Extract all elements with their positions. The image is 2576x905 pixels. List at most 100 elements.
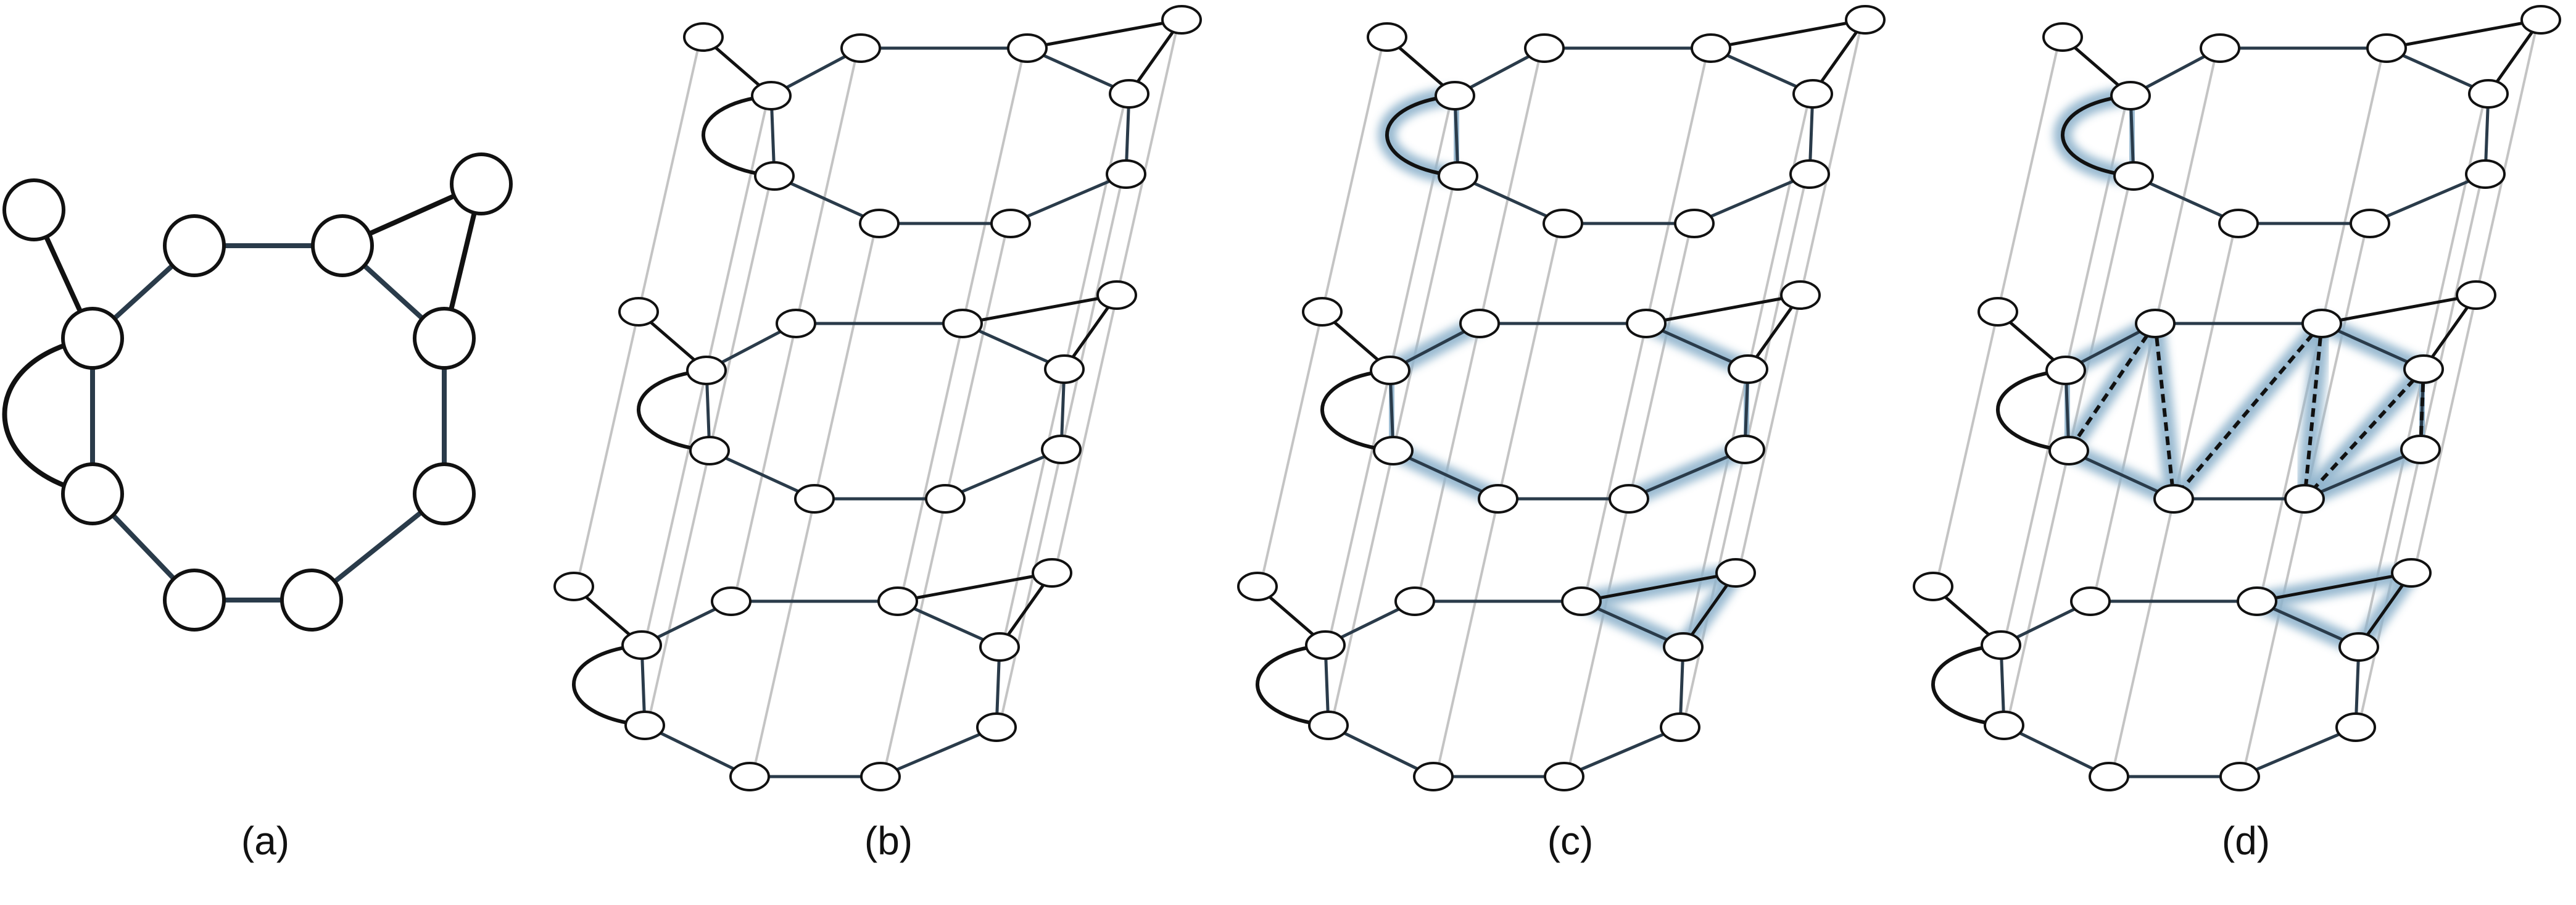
edge [2132, 174, 2240, 225]
edge [945, 448, 1062, 501]
edge [1027, 18, 1182, 50]
node [2237, 586, 2277, 616]
node [1459, 309, 1500, 338]
node [1845, 5, 1886, 35]
node [624, 711, 665, 740]
node [1913, 572, 1953, 601]
node [1524, 33, 1565, 63]
edge [2386, 18, 2541, 50]
node [2045, 356, 2086, 385]
node [1478, 484, 1518, 514]
node [413, 462, 476, 525]
node [683, 22, 724, 52]
node [689, 436, 730, 465]
node [1007, 33, 1048, 63]
double-edge-arc [2061, 94, 2134, 178]
double-edge-arc [637, 369, 710, 453]
node [990, 209, 1031, 238]
double-edge-arc [2, 336, 93, 496]
panel-b-label: (b) [864, 819, 913, 863]
node [61, 462, 124, 525]
node [2350, 209, 2390, 238]
node [1663, 632, 1704, 662]
edge [2068, 449, 2175, 501]
node [1660, 712, 1700, 742]
edge [1581, 571, 1736, 603]
panel-d-label: (d) [2221, 819, 2271, 863]
node [2089, 762, 2129, 791]
node [2338, 632, 2379, 662]
node [618, 297, 659, 327]
double-edge-arc [572, 643, 645, 727]
node [1789, 159, 1830, 189]
node [2218, 209, 2259, 238]
node [1715, 558, 1756, 588]
node [2042, 22, 2083, 52]
panel-a-graph [2, 152, 513, 632]
edge [2256, 571, 2412, 603]
edge [644, 724, 751, 778]
node [2400, 435, 2441, 464]
node [2135, 309, 2176, 338]
node [1728, 354, 1768, 384]
node [1626, 309, 1667, 338]
node [1725, 435, 1765, 464]
node [1237, 572, 1278, 601]
dashed-chord [2172, 322, 2324, 500]
edge [2321, 293, 2477, 325]
node [1435, 81, 1475, 111]
node [2301, 309, 2342, 338]
edge [962, 293, 1117, 325]
node [2153, 484, 2194, 514]
node [2403, 354, 2444, 384]
node [2465, 159, 2506, 189]
node [1106, 159, 1146, 189]
node [621, 630, 662, 660]
node [1032, 558, 1072, 588]
panel-c-graph-stack [1237, 5, 1886, 791]
node [2, 178, 65, 241]
panel-a-label: (a) [241, 819, 290, 863]
node [794, 484, 835, 514]
dashed-chord [2303, 323, 2324, 499]
node [2200, 33, 2240, 63]
node [450, 152, 513, 215]
node [2070, 586, 2111, 616]
panel-c-label: (c) [1547, 819, 1594, 863]
node [1691, 33, 1731, 63]
node [1413, 762, 1454, 791]
node [2284, 484, 2325, 514]
node [1367, 22, 1407, 52]
node [1609, 484, 1649, 514]
edge [1010, 172, 1127, 225]
double-edge-arc [1931, 643, 2005, 727]
node [2456, 280, 2496, 310]
node [711, 586, 752, 616]
node [2048, 436, 2089, 465]
node [1438, 161, 1478, 191]
node [1370, 356, 1410, 385]
node [1044, 354, 1085, 384]
node [1543, 209, 1583, 238]
edge [897, 571, 1053, 603]
node [553, 572, 594, 601]
node [1984, 711, 2024, 740]
edge [2239, 725, 2356, 778]
edge [2003, 724, 2110, 778]
node [776, 309, 816, 338]
edge [2369, 172, 2486, 225]
node [163, 214, 226, 277]
node [1981, 630, 2021, 660]
node [2520, 5, 2561, 35]
node [1302, 297, 1343, 327]
edge [1457, 174, 1564, 225]
node [2110, 81, 2151, 111]
double-edge-arc [1385, 94, 1459, 178]
node [976, 712, 1017, 742]
node [729, 762, 770, 791]
node [1109, 79, 1149, 109]
node [2366, 33, 2407, 63]
dashed-chord [2153, 323, 2176, 499]
node [925, 484, 966, 514]
